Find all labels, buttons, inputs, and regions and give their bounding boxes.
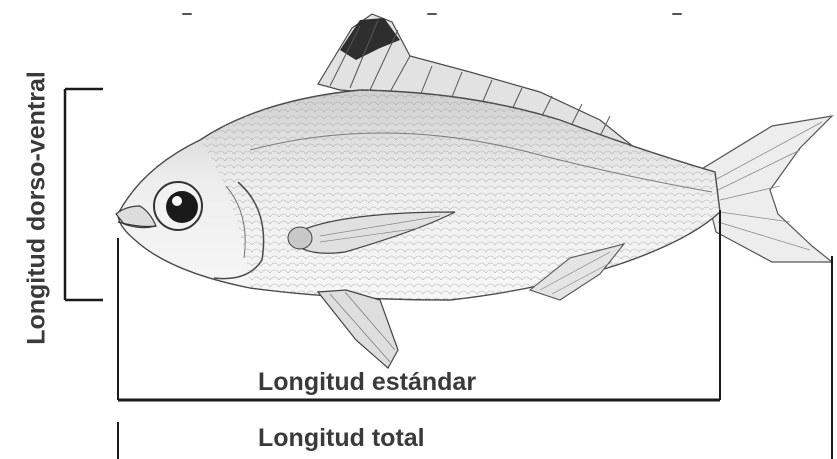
dorso-ventral-bracket bbox=[65, 89, 103, 300]
fish-body bbox=[118, 90, 720, 300]
standard-length-label: Longitud estándar bbox=[258, 368, 476, 397]
total-length-label: Longitud total bbox=[258, 424, 425, 453]
dorso-ventral-length-label: Longitud dorso-ventral bbox=[23, 71, 52, 345]
pelvic-fin bbox=[318, 290, 398, 368]
fish-eye bbox=[154, 182, 202, 230]
